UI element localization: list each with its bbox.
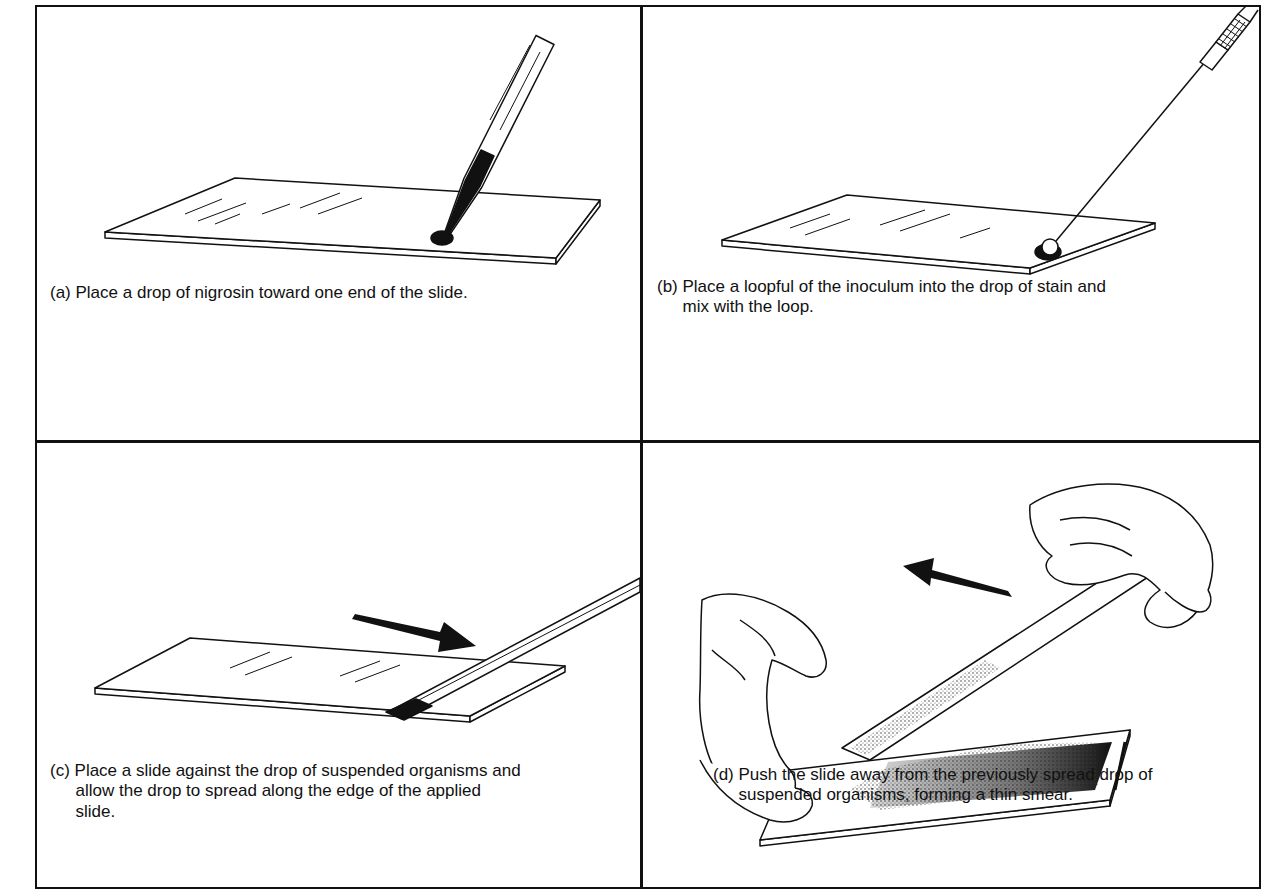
glare-lines (185, 199, 222, 214)
glass-slide (760, 730, 1130, 840)
panel-d-art (700, 484, 1213, 846)
spreader-edge (394, 585, 640, 713)
step-caption: (a) Place a drop of nigrosin toward one … (50, 283, 610, 303)
spreader-slide (388, 578, 640, 719)
dropper-liquid (447, 150, 495, 232)
right-thumb (1165, 590, 1211, 612)
finger-line (740, 620, 775, 656)
dropper-tube (445, 36, 554, 234)
loop-holder (1238, 6, 1246, 14)
glare-lines (230, 652, 270, 668)
glare-lines (245, 657, 292, 675)
glare-lines (262, 204, 290, 214)
right-hand (1030, 484, 1213, 627)
spreader-shade (850, 660, 1000, 755)
step-caption: (c) Place a slide against the drop of su… (50, 761, 525, 822)
step-caption: (d) Push the slide away from the previou… (713, 765, 1165, 806)
glass-slide (105, 178, 600, 258)
direction-arrow (352, 614, 476, 652)
glare-lines (805, 219, 850, 235)
glare-lines (900, 214, 950, 231)
step-panel: (d) Push the slide away from the previou… (641, 441, 1261, 889)
finger-line (712, 650, 745, 680)
glare-lines (790, 214, 830, 228)
knurling (1227, 29, 1239, 37)
knurling (1225, 22, 1245, 48)
glass-slide (722, 195, 1155, 268)
glass-slide (95, 638, 565, 716)
glare-lines (318, 198, 362, 214)
glare-lines (340, 661, 380, 676)
glare-lines (185, 193, 362, 224)
glare-lines (880, 210, 925, 225)
loop-holder (1216, 14, 1250, 50)
knurling (1219, 19, 1247, 48)
step-panel: (b) Place a loopful of the inoculum into… (641, 5, 1261, 442)
panel-a-art (105, 36, 600, 265)
glass-line (490, 45, 530, 120)
loop-holder (1250, 10, 1258, 22)
step-panel: (a) Place a drop of nigrosin toward one … (35, 5, 642, 442)
step-caption: (b) Place a loopful of the inoculum into… (657, 277, 1137, 318)
glare-lines (355, 665, 400, 682)
step-panel: (c) Place a slide against the drop of su… (35, 441, 642, 889)
panel-c-art (95, 578, 640, 722)
glare-lines (198, 203, 246, 221)
glare-lines (790, 210, 990, 238)
finger-line (1060, 518, 1130, 530)
glare-lines (960, 228, 990, 238)
knurling (1231, 24, 1243, 32)
knurling (1235, 19, 1247, 27)
loop-tip (1042, 239, 1058, 255)
panel-b-art (722, 6, 1258, 274)
glare-lines (215, 214, 240, 224)
finger-line (1070, 543, 1132, 556)
direction-arrow (903, 558, 1012, 597)
loop-wire (1056, 62, 1205, 241)
spread-drop (386, 699, 432, 720)
glare-lines (230, 652, 400, 682)
glare-lines (300, 193, 340, 208)
